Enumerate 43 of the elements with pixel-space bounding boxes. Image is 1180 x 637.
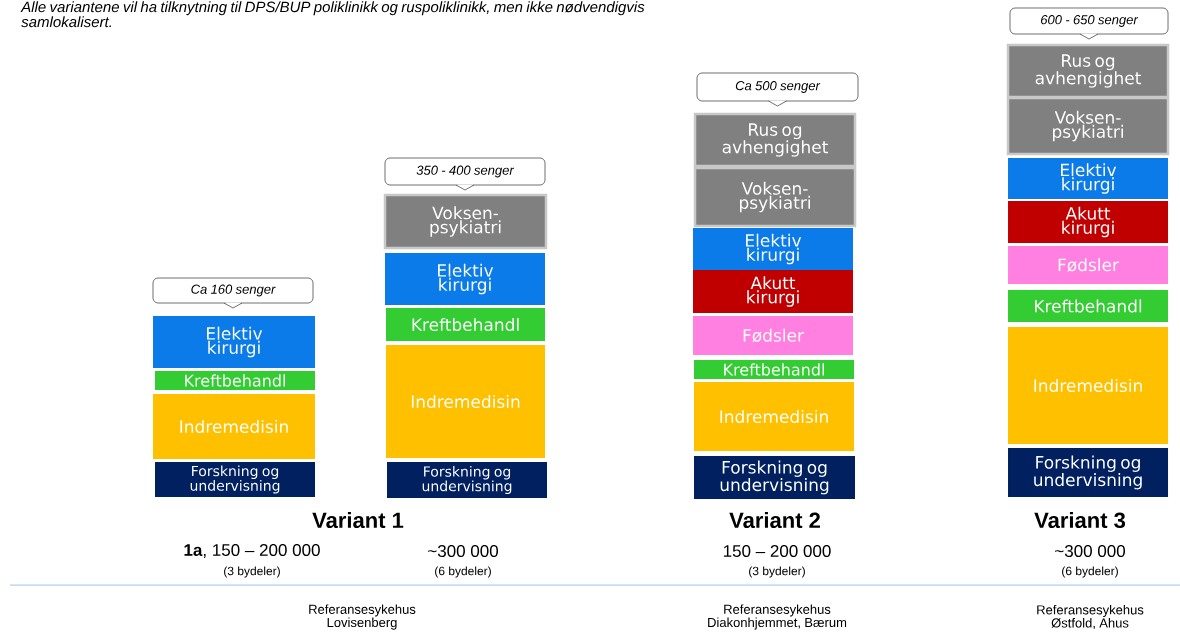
department-box: Elektiv kirurgi xyxy=(385,253,545,305)
district-text: (6 bydeler) xyxy=(435,566,491,578)
callout-bubble: Ca 500 senger xyxy=(696,72,859,107)
department-box: Rus og avhengighet xyxy=(693,112,857,168)
department-box: Elektiv kirurgi xyxy=(693,228,853,270)
hospital-text: Referansesykehus Lovisenberg xyxy=(309,604,416,630)
hospital-text: Referansesykehus Østfold, Ahus xyxy=(1037,604,1144,630)
hospital-text: Referansesykehus Diakonhjemmet, Bærum xyxy=(708,604,847,630)
department-box: Forskning og undervisning xyxy=(694,456,855,499)
population-text: ~300 000 xyxy=(428,545,498,558)
population-text: 150 – 200 000 xyxy=(723,545,831,558)
department-box: Forskning og undervisning xyxy=(1008,448,1168,497)
department-box: Indremedisin xyxy=(153,394,315,459)
department-box: Forskning og undervisning xyxy=(155,462,315,497)
department-box: Voksen- psykiatri xyxy=(1006,96,1170,156)
note-text: Alle variantene vil ha tilknytning til DPS/BUP poliklinikk og ruspoliklinikk, men ikke nødvendigvis samlokalisert. xyxy=(20,1,645,28)
department-box: Indremedisin xyxy=(1008,327,1168,444)
department-box: Rus og avhengighet xyxy=(1006,43,1170,99)
department-box: Fødsler xyxy=(1008,246,1168,284)
department-box: Akutt kirurgi xyxy=(1008,201,1168,243)
variant-heading: Variant 1 xyxy=(312,511,404,529)
department-box: Elektiv kirurgi xyxy=(1008,158,1168,199)
callout-bubble: 600 - 650 senger xyxy=(1009,7,1169,40)
department-box: Elektiv kirurgi xyxy=(153,316,315,368)
callout-bubble: 350 - 400 senger xyxy=(384,157,546,191)
department-box: Kreftbehandl xyxy=(386,308,545,341)
department-box: Kreftbehandl xyxy=(694,360,854,379)
department-box: Kreftbehandl xyxy=(155,371,315,390)
department-box: Voksen- psykiatri xyxy=(383,193,548,250)
district-text: (3 bydeler) xyxy=(749,566,805,578)
population-text: ~300 000 xyxy=(1055,545,1125,558)
department-box: Fødsler xyxy=(693,316,853,355)
district-text: (6 bydeler) xyxy=(1062,566,1118,578)
department-box: Forskning og undervisning xyxy=(387,462,547,498)
department-box: Kreftbehandl xyxy=(1008,290,1168,322)
department-box: Indremedisin xyxy=(694,382,854,451)
population-text: 1a, 150 – 200 000 xyxy=(184,544,320,559)
department-box: Akutt kirurgi xyxy=(693,270,853,313)
department-box: Voksen- psykiatri xyxy=(693,166,857,228)
district-text: (3 bydeler) xyxy=(224,566,280,578)
department-box: Indremedisin xyxy=(386,345,545,458)
variant-heading: Variant 2 xyxy=(729,511,820,529)
callout-bubble: Ca 160 senger xyxy=(152,277,314,309)
